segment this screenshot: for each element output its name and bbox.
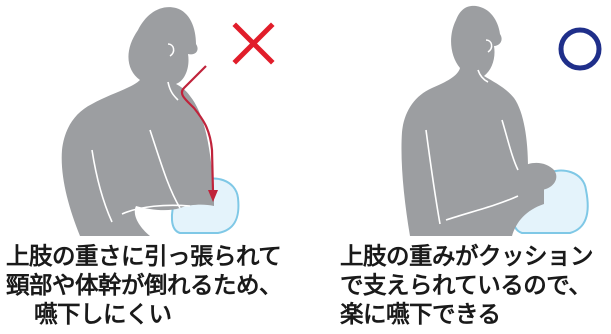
forearm-outline (121, 204, 191, 215)
bad-posture-panel: 上肢の重さに引っ張られて 頸部や体幹が倒れるため、 嚥下しにくい (0, 0, 305, 334)
circle-mark-icon (558, 27, 602, 71)
arm-outline (501, 119, 519, 171)
person-silhouette (61, 7, 215, 236)
caption-line: 上肢の重さに引っ張られて (6, 242, 282, 270)
good-posture-panel: 上肢の重みがクッション で支えられているので、 楽に嚥下できる (306, 0, 611, 334)
torso-outline (425, 129, 441, 225)
good-posture-caption: 上肢の重みがクッション で支えられているので、 楽に嚥下できる (340, 242, 594, 329)
ear-outline (167, 43, 175, 57)
caption-line: 上肢の重みがクッション (340, 242, 594, 270)
good-posture-illustration (401, 5, 602, 236)
cross-mark-icon (232, 22, 275, 65)
person-silhouette (401, 5, 544, 236)
bad-posture-caption: 上肢の重さに引っ張られて 頸部や体幹が倒れるため、 嚥下しにくい (6, 242, 283, 329)
neck-outline (167, 81, 179, 101)
pull-arrow (180, 65, 215, 193)
forearm-outline (445, 195, 519, 221)
bad-posture-illustration (61, 7, 275, 236)
torso-outline (91, 149, 113, 223)
pull-arrow-head (208, 190, 218, 202)
arm-outline (149, 129, 181, 209)
hand-shape (516, 162, 557, 191)
neck-outline (477, 69, 489, 83)
caption-line: 嚥下しにくい (34, 300, 172, 328)
ear-outline (485, 39, 493, 53)
caption-line: 頸部や体幹が倒れるため、 (6, 271, 283, 299)
caption-line: 楽に嚥下できる (340, 300, 501, 328)
caption-line: で支えられているので、 (340, 271, 592, 299)
